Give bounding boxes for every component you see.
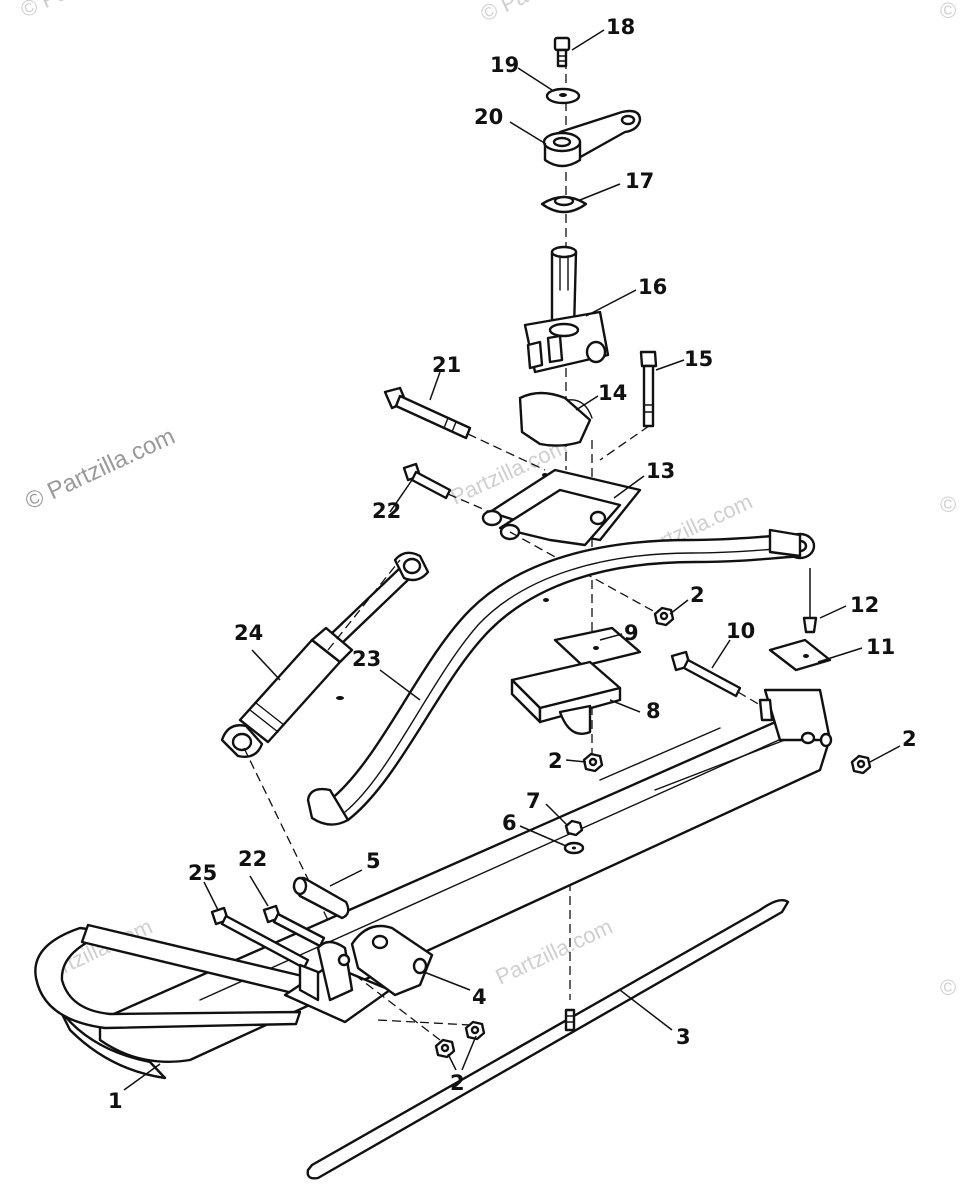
part-4-saddle xyxy=(283,924,434,1024)
callout-24: 24 xyxy=(234,621,263,645)
assembly-axis xyxy=(377,1019,471,1026)
callout-2: 2 xyxy=(690,583,705,607)
watermark-corner: © xyxy=(940,0,956,23)
part-11-clip xyxy=(768,638,832,672)
part-18-bolt xyxy=(553,36,571,68)
callout-13: 13 xyxy=(646,459,675,483)
part-3-wear-rod xyxy=(306,899,790,1180)
part-2-nut xyxy=(464,1020,486,1041)
part-10-bolt xyxy=(670,650,742,698)
callout-19: 19 xyxy=(490,53,519,77)
assembly-axis xyxy=(354,974,441,1041)
part-6-washer xyxy=(563,841,585,855)
leader-lines xyxy=(123,29,901,1091)
callout-7: 7 xyxy=(526,789,541,813)
part-23-leaf-spring xyxy=(306,528,816,826)
part-15-bolt xyxy=(639,350,658,428)
part-16-spindle xyxy=(523,245,610,374)
part-17-bushing xyxy=(540,195,588,214)
watermark-corner: © xyxy=(940,492,956,517)
callout-16: 16 xyxy=(638,275,667,299)
callout-2: 2 xyxy=(902,727,917,751)
callout-6: 6 xyxy=(502,811,517,835)
assembly-axis xyxy=(327,559,401,651)
part-24-shock-absorber xyxy=(220,551,430,758)
callout-5: 5 xyxy=(366,849,381,873)
callout-3: 3 xyxy=(676,1025,691,1049)
callout-11: 11 xyxy=(866,635,895,659)
callout-20: 20 xyxy=(474,105,503,129)
callout-22: 22 xyxy=(238,847,267,871)
callout-2: 2 xyxy=(548,749,563,773)
callout-10: 10 xyxy=(726,619,755,643)
watermark-faint: Partzilla.com xyxy=(492,914,617,990)
part-20-steering-arm xyxy=(542,109,642,168)
watermark-main: © Partzilla.com xyxy=(21,423,179,516)
assembly-axis xyxy=(243,747,346,956)
part-5-spacer xyxy=(292,876,350,920)
part-13-bracket xyxy=(481,468,642,547)
part-8-pad xyxy=(510,660,622,735)
callout-25: 25 xyxy=(188,861,217,885)
callout-4: 4 xyxy=(472,985,487,1009)
part-2-nut xyxy=(582,752,604,773)
callout-2: 2 xyxy=(450,1071,465,1095)
callout-18: 18 xyxy=(606,15,635,39)
callout-17: 17 xyxy=(625,169,654,193)
part-22-bolt xyxy=(402,462,452,500)
callout-22: 22 xyxy=(372,499,401,523)
callout-1: 1 xyxy=(108,1089,123,1113)
callout-9: 9 xyxy=(624,621,639,645)
part-9-plate xyxy=(553,626,642,668)
part-2-nut xyxy=(653,606,675,627)
part-19-washer xyxy=(545,87,581,105)
watermark-corner: © Pa xyxy=(477,0,533,27)
callout-8: 8 xyxy=(646,699,661,723)
assembly-axis xyxy=(467,433,546,471)
watermark-corner: © xyxy=(940,975,956,1000)
part-14-block xyxy=(518,391,593,447)
callout-labels: 18 19 20 17 16 15 21 14 13 22 2 12 11 10… xyxy=(108,15,917,1113)
callout-12: 12 xyxy=(850,593,879,617)
part-25-bolt xyxy=(210,906,310,970)
part-7-nut xyxy=(564,819,584,837)
watermark-corner: © Pa xyxy=(17,0,73,23)
callout-23: 23 xyxy=(352,647,381,671)
assembly-axis xyxy=(447,493,491,513)
callout-14: 14 xyxy=(598,381,627,405)
assembly-axis xyxy=(599,425,650,461)
part-2-nut xyxy=(850,754,872,775)
part-1-ski xyxy=(34,688,833,1080)
callout-15: 15 xyxy=(684,347,713,371)
part-21-bolt xyxy=(383,386,472,440)
callout-21: 21 xyxy=(432,353,461,377)
part-2-nut xyxy=(434,1038,456,1059)
part-12-pin xyxy=(802,568,818,634)
assembly-axis xyxy=(737,691,761,706)
